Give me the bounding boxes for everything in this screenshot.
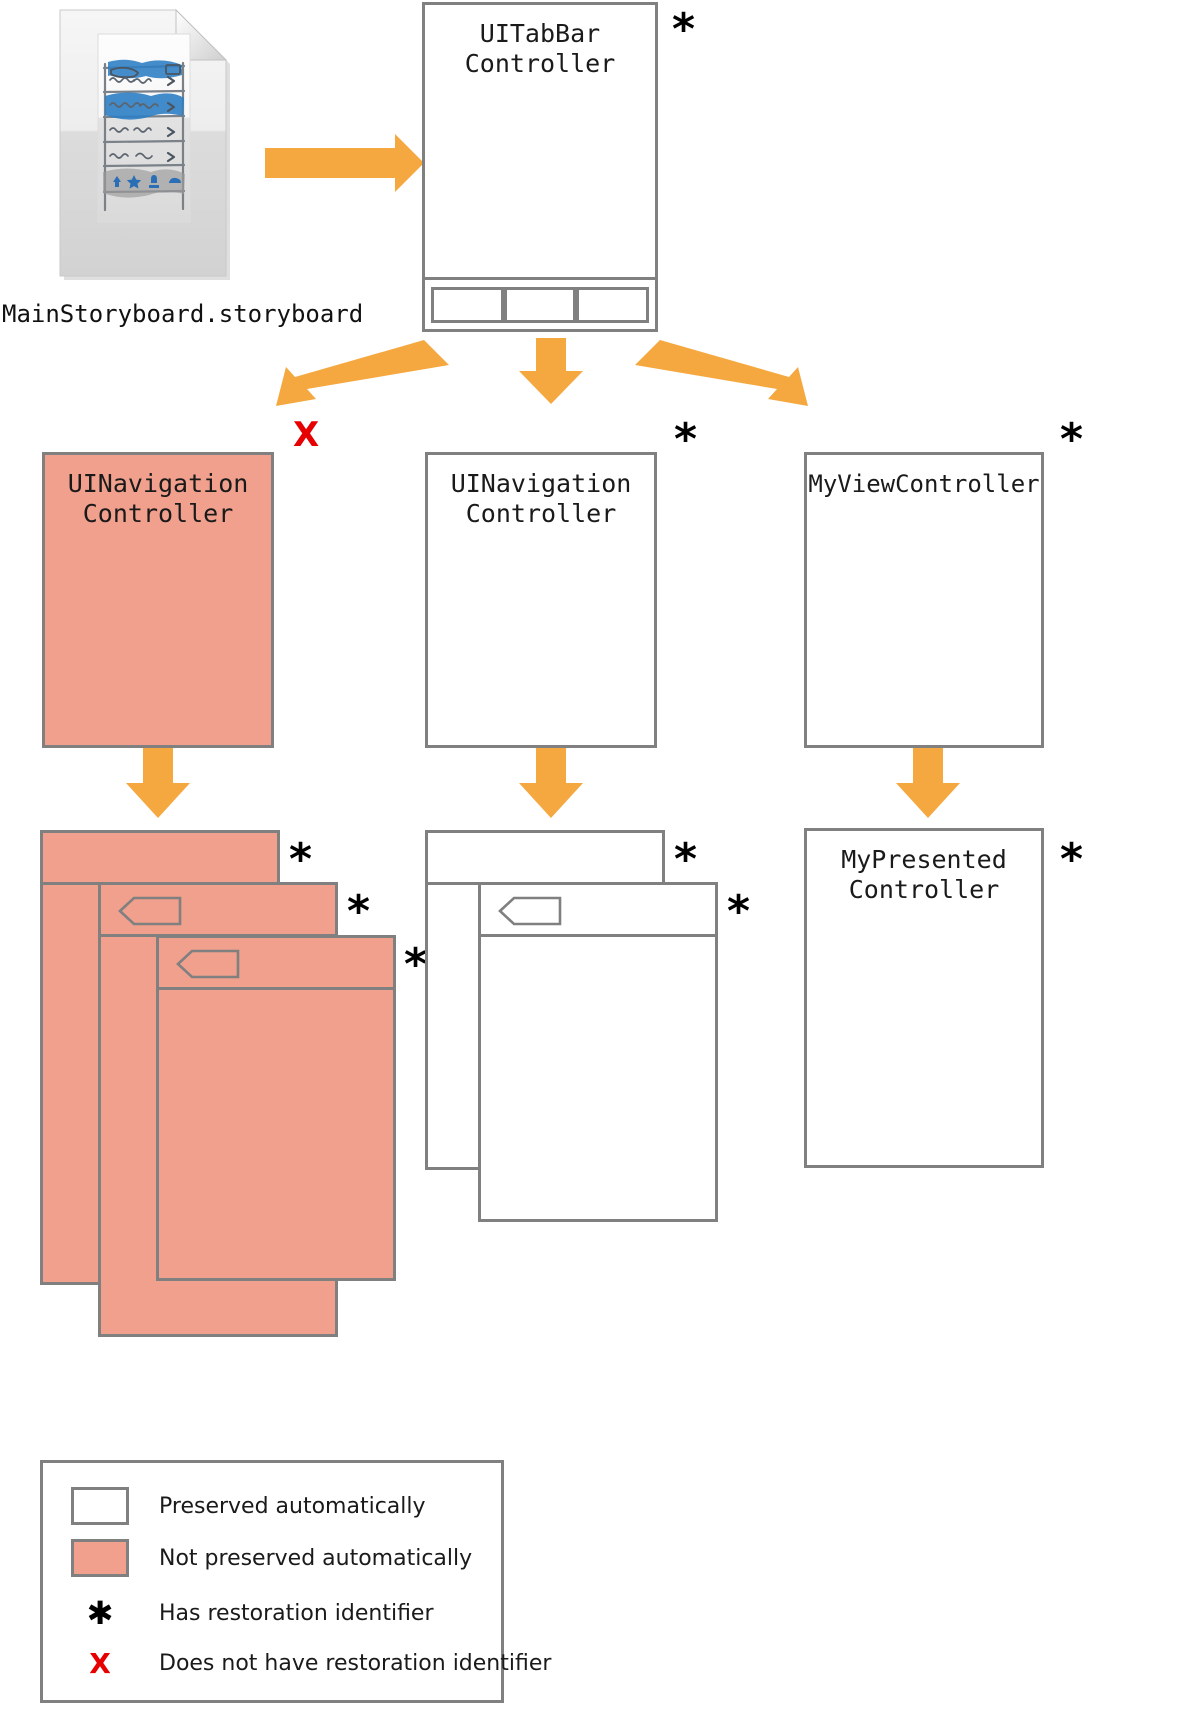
left-stack-card-3[interactable]	[156, 935, 396, 1281]
node-label: MyViewController	[808, 470, 1040, 498]
tab-item-2[interactable]	[503, 286, 577, 323]
marker-left-card-2-has-identifier: *	[347, 886, 371, 937]
tab-item-1[interactable]	[431, 286, 504, 323]
legend-asterisk-icon: ✱	[86, 1594, 114, 1632]
marker-middle-nav-has-identifier: *	[674, 414, 698, 465]
legend-swatch-preserved	[71, 1487, 129, 1525]
legend-row-preserved: Preserved automatically	[71, 1487, 426, 1525]
node-label: MyPresented Controller	[841, 845, 1007, 904]
marker-left-card-3-has-identifier: *	[404, 939, 428, 990]
node-uinavigation-controller-left[interactable]: UINavigation Controller	[42, 452, 274, 748]
marker-my-presented-has-identifier: *	[1060, 834, 1084, 885]
legend-label: Not preserved automatically	[159, 1545, 473, 1571]
card-navigation-bar	[101, 885, 335, 937]
node-label: UITabBar Controller	[464, 19, 616, 78]
legend-x-icon: X	[89, 1647, 111, 1680]
storyboard-file-icon	[58, 4, 273, 284]
arrow-storyboard-to-tabbar	[265, 134, 424, 192]
node-label: UINavigation Controller	[67, 469, 249, 528]
legend-row-has-identifier: ✱ Has restoration identifier	[71, 1594, 434, 1632]
tab-bar	[425, 277, 655, 329]
node-my-view-controller[interactable]: MyViewController	[804, 452, 1044, 748]
node-uinavigation-controller-middle[interactable]: UINavigation Controller	[425, 452, 657, 748]
back-arrow-icon[interactable]	[117, 895, 183, 927]
card-navigation-bar	[159, 938, 393, 990]
card-navigation-bar	[428, 833, 662, 885]
node-uitabbar-controller[interactable]: UITabBar Controller	[422, 2, 658, 332]
legend-box: Preserved automatically Not preserved au…	[40, 1460, 551, 1703]
arrow-tabbar-to-my-view-controller	[635, 340, 808, 406]
marker-tabbar-has-identifier: *	[672, 4, 696, 55]
legend-swatch-not-preserved	[71, 1539, 129, 1577]
marker-left-nav-no-identifier: X	[293, 415, 320, 455]
storyboard-filename: MainStoryboard.storyboard	[2, 300, 364, 328]
back-arrow-icon[interactable]	[497, 895, 563, 927]
legend-label: Has restoration identifier	[159, 1600, 434, 1626]
card-navigation-bar	[43, 833, 277, 885]
legend-row-not-preserved: Not preserved automatically	[71, 1539, 472, 1577]
marker-my-view-controller-has-identifier: *	[1060, 414, 1084, 465]
back-arrow-icon[interactable]	[175, 948, 241, 980]
middle-stack-card-2[interactable]	[478, 882, 718, 1222]
legend-row-no-identifier: X Does not have restoration identifier	[71, 1647, 551, 1680]
arrow-tabbar-to-middle-nav	[519, 338, 583, 404]
node-label: UINavigation Controller	[450, 469, 632, 528]
arrow-middle-nav-to-stack	[519, 748, 583, 818]
tab-item-3[interactable]	[576, 286, 650, 323]
arrow-view-to-presented	[896, 748, 960, 818]
node-my-presented-controller[interactable]: MyPresented Controller	[804, 828, 1044, 1168]
legend-label: Preserved automatically	[159, 1493, 426, 1519]
marker-middle-card-2-has-identifier: *	[727, 886, 751, 937]
arrow-tabbar-to-left-nav	[276, 340, 449, 406]
legend-label: Does not have restoration identifier	[159, 1651, 552, 1676]
marker-left-card-1-has-identifier: *	[289, 834, 313, 885]
card-navigation-bar	[481, 885, 715, 937]
arrow-left-nav-to-stack	[126, 748, 190, 818]
marker-middle-card-1-has-identifier: *	[674, 834, 698, 885]
